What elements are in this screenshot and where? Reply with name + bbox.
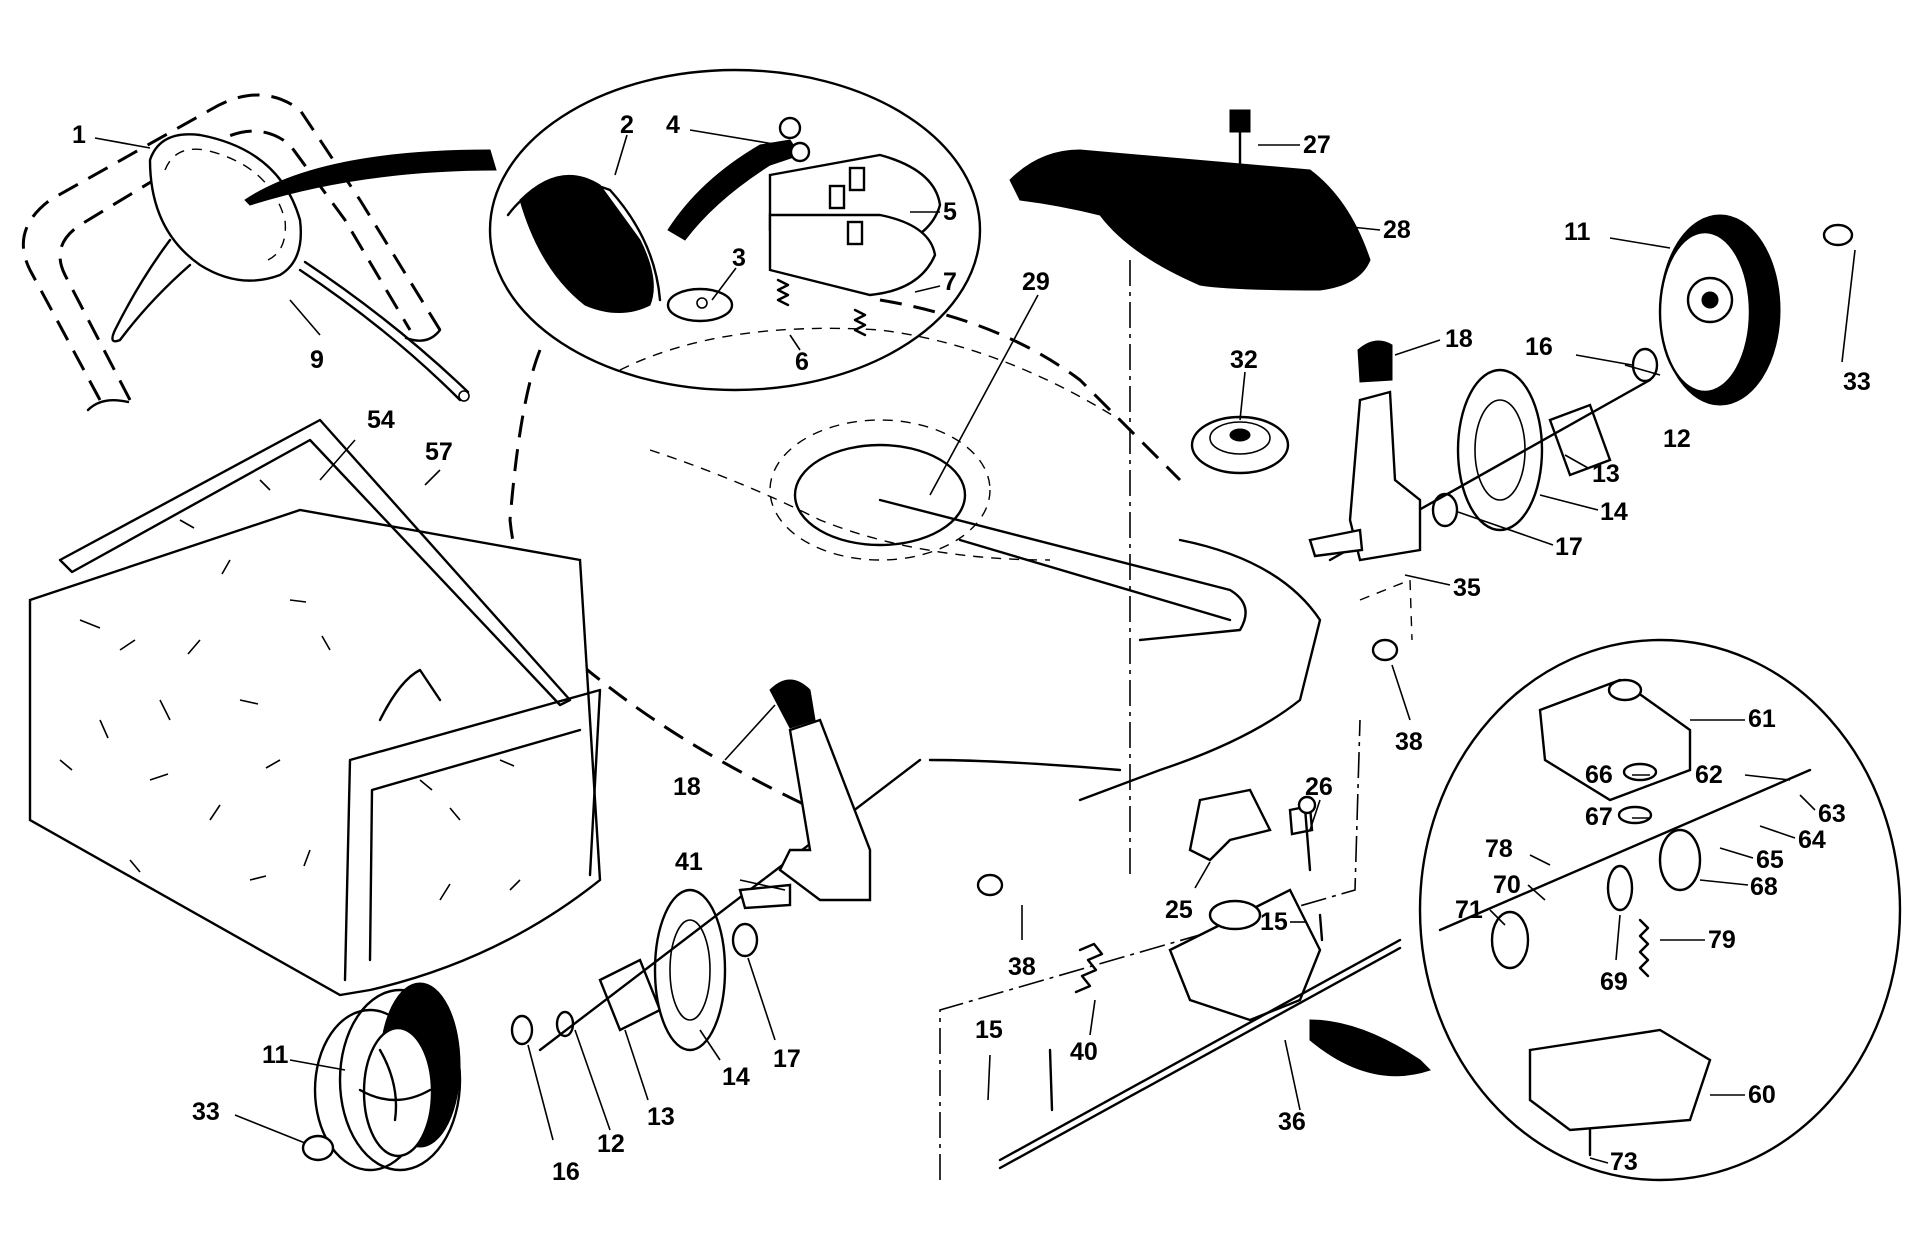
callout: 12: [597, 1130, 625, 1158]
callout: 12: [1663, 425, 1691, 453]
callout: 27: [1303, 131, 1331, 159]
belt-cover-28: [1009, 109, 1371, 291]
loose-parts: [976, 638, 1399, 1112]
callout: 2: [620, 111, 634, 139]
callout: 61: [1748, 705, 1776, 733]
callout: 25: [1165, 896, 1193, 924]
callout: 14: [722, 1063, 750, 1091]
callout: 62: [1695, 761, 1723, 789]
pulley-32: [1190, 415, 1290, 475]
callout: 70: [1493, 871, 1521, 899]
height-adjuster-left: [738, 679, 872, 910]
callout: 5: [943, 198, 957, 226]
callout: 66: [1585, 761, 1613, 789]
callout: 26: [1305, 773, 1333, 801]
callout: 15: [975, 1016, 1003, 1044]
drive-belt-29: [793, 260, 1247, 880]
callout: 79: [1708, 926, 1736, 954]
callout: 54: [367, 406, 395, 434]
callout: 13: [1592, 460, 1620, 488]
callout: 67: [1585, 803, 1613, 831]
grass-catcher: [28, 418, 602, 997]
callout: 3: [732, 244, 746, 272]
callout: 69: [1600, 968, 1628, 996]
callout: 73: [1610, 1148, 1638, 1176]
callout: 16: [552, 1158, 580, 1186]
callout: 18: [1445, 325, 1473, 353]
callout: 33: [192, 1098, 220, 1126]
mower-deck: [508, 298, 1322, 832]
callout: 6: [795, 348, 809, 376]
callout: 57: [425, 438, 453, 466]
detail-bubble-transmission: [1309, 638, 1902, 1182]
handle-outline: [21, 93, 442, 412]
callout: 78: [1485, 835, 1513, 863]
callout: 11: [1564, 218, 1591, 246]
callout: 14: [1600, 498, 1628, 526]
callout: 65: [1756, 846, 1784, 874]
transmission: [939, 578, 1413, 1180]
callout: 35: [1453, 574, 1481, 602]
callout: 28: [1383, 216, 1411, 244]
callout: 17: [1555, 533, 1583, 561]
callout: 63: [1818, 800, 1846, 828]
callout: 38: [1008, 953, 1036, 981]
callout: 15: [1260, 908, 1288, 936]
callout: 7: [943, 268, 957, 296]
callout: 38: [1395, 728, 1423, 756]
callout: 29: [1022, 268, 1050, 296]
callout: 1: [72, 121, 86, 149]
detail-bubble-top: [244, 68, 982, 392]
callout: 13: [647, 1103, 675, 1131]
callout: 33: [1843, 368, 1871, 396]
callout: 18: [673, 773, 701, 801]
callout: 41: [675, 848, 703, 876]
callout: 11: [262, 1041, 289, 1069]
callout: 60: [1748, 1081, 1776, 1109]
callout: 71: [1455, 896, 1483, 924]
callout: 32: [1230, 346, 1258, 374]
callout: 64: [1798, 826, 1826, 854]
callouts: 1 2 3 4 5 6 7 9 11 11 12 12 13 13 14 14: [72, 111, 1871, 1186]
callout: 36: [1278, 1108, 1306, 1136]
callout: 17: [773, 1045, 801, 1073]
right-wheel: [1328, 214, 1854, 562]
callout: 9: [310, 346, 324, 374]
height-adjuster-right: [1308, 340, 1422, 562]
left-wheel: [301, 758, 922, 1172]
callout: 68: [1750, 873, 1778, 901]
callout: 4: [666, 111, 680, 139]
control-cover: [111, 133, 470, 402]
callout: 16: [1525, 333, 1553, 361]
callout: 40: [1070, 1038, 1098, 1066]
